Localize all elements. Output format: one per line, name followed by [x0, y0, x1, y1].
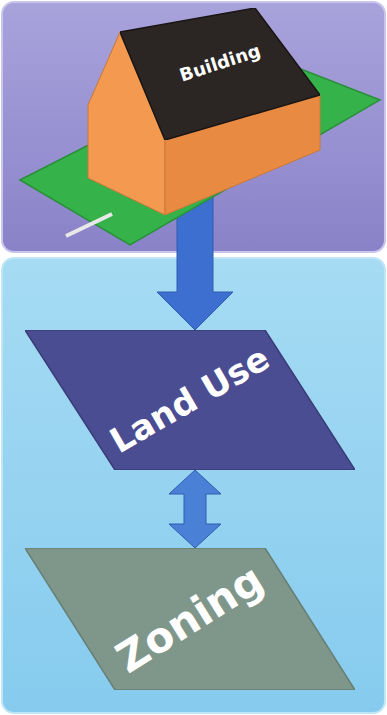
plane-shape: Land Use: [25, 330, 355, 470]
flow-arrow: [169, 470, 221, 548]
plane-shape: Building: [120, 8, 320, 140]
walkway: [66, 214, 112, 236]
shape-fill: [25, 548, 355, 690]
shape-fill: [120, 8, 320, 140]
shape-outline: [120, 8, 320, 140]
plane-shape: Zoning: [25, 548, 355, 690]
shape-fill: [25, 330, 355, 470]
